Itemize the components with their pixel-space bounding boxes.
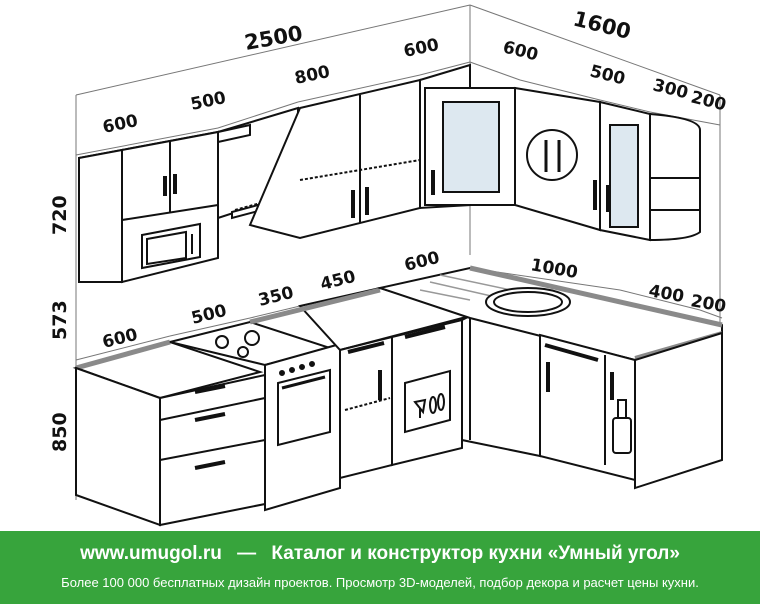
- dim-upper-right-2: 500: [588, 61, 627, 89]
- dim-upper-left-3: 800: [293, 62, 332, 89]
- upper-cabinets-left: [78, 63, 516, 284]
- dim-top-total-right: 1600: [571, 7, 634, 44]
- dim-lower-right-1: 1000: [529, 255, 579, 283]
- footer-tagline: Более 100 000 бесплатных дизайн проектов…: [61, 575, 699, 590]
- dim-upper-left-1: 600: [101, 111, 140, 138]
- dim-upper-left-4: 600: [402, 35, 441, 62]
- kitchen-drawing: 2500 1600 600 500 800 600 600 500 300 20…: [49, 4, 728, 527]
- dim-upper-right-4: 200: [689, 87, 728, 115]
- dim-upper-left-2: 500: [189, 88, 228, 115]
- dim-lower-right-2: 400: [647, 281, 686, 307]
- microwave: [141, 222, 201, 270]
- dim-upper-right-1: 600: [501, 37, 540, 65]
- lower-cabinets-right: [376, 265, 723, 490]
- dim-lower-left-1: 600: [100, 325, 139, 353]
- dim-height-lower: 850: [49, 412, 71, 452]
- dim-lower-right-3: 200: [689, 291, 728, 317]
- dim-lower-left-5: 600: [402, 248, 441, 276]
- dim-lower-left-4: 450: [318, 267, 357, 295]
- catalog-title: Каталог и конструктор кухни «Умный угол»: [271, 543, 680, 564]
- dim-height-upper: 720: [49, 195, 71, 235]
- footer-headline: www.umugol.ru — Каталог и конструктор ку…: [0, 543, 760, 565]
- site-url-link[interactable]: www.umugol.ru: [80, 543, 222, 564]
- upper-cabinets-right: [514, 86, 701, 242]
- footer-banner: www.umugol.ru — Каталог и конструктор ку…: [0, 531, 760, 604]
- footer-separator: —: [237, 543, 257, 564]
- dim-height-gap: 573: [49, 300, 71, 340]
- dim-top-total-left: 2500: [243, 21, 305, 55]
- dim-upper-right-3: 300: [651, 75, 690, 103]
- dishwasher-icon: [413, 393, 445, 418]
- dim-lower-left-3: 350: [256, 283, 295, 311]
- dim-lower-left-2: 500: [189, 301, 228, 329]
- lower-cabinets-left: [72, 286, 541, 527]
